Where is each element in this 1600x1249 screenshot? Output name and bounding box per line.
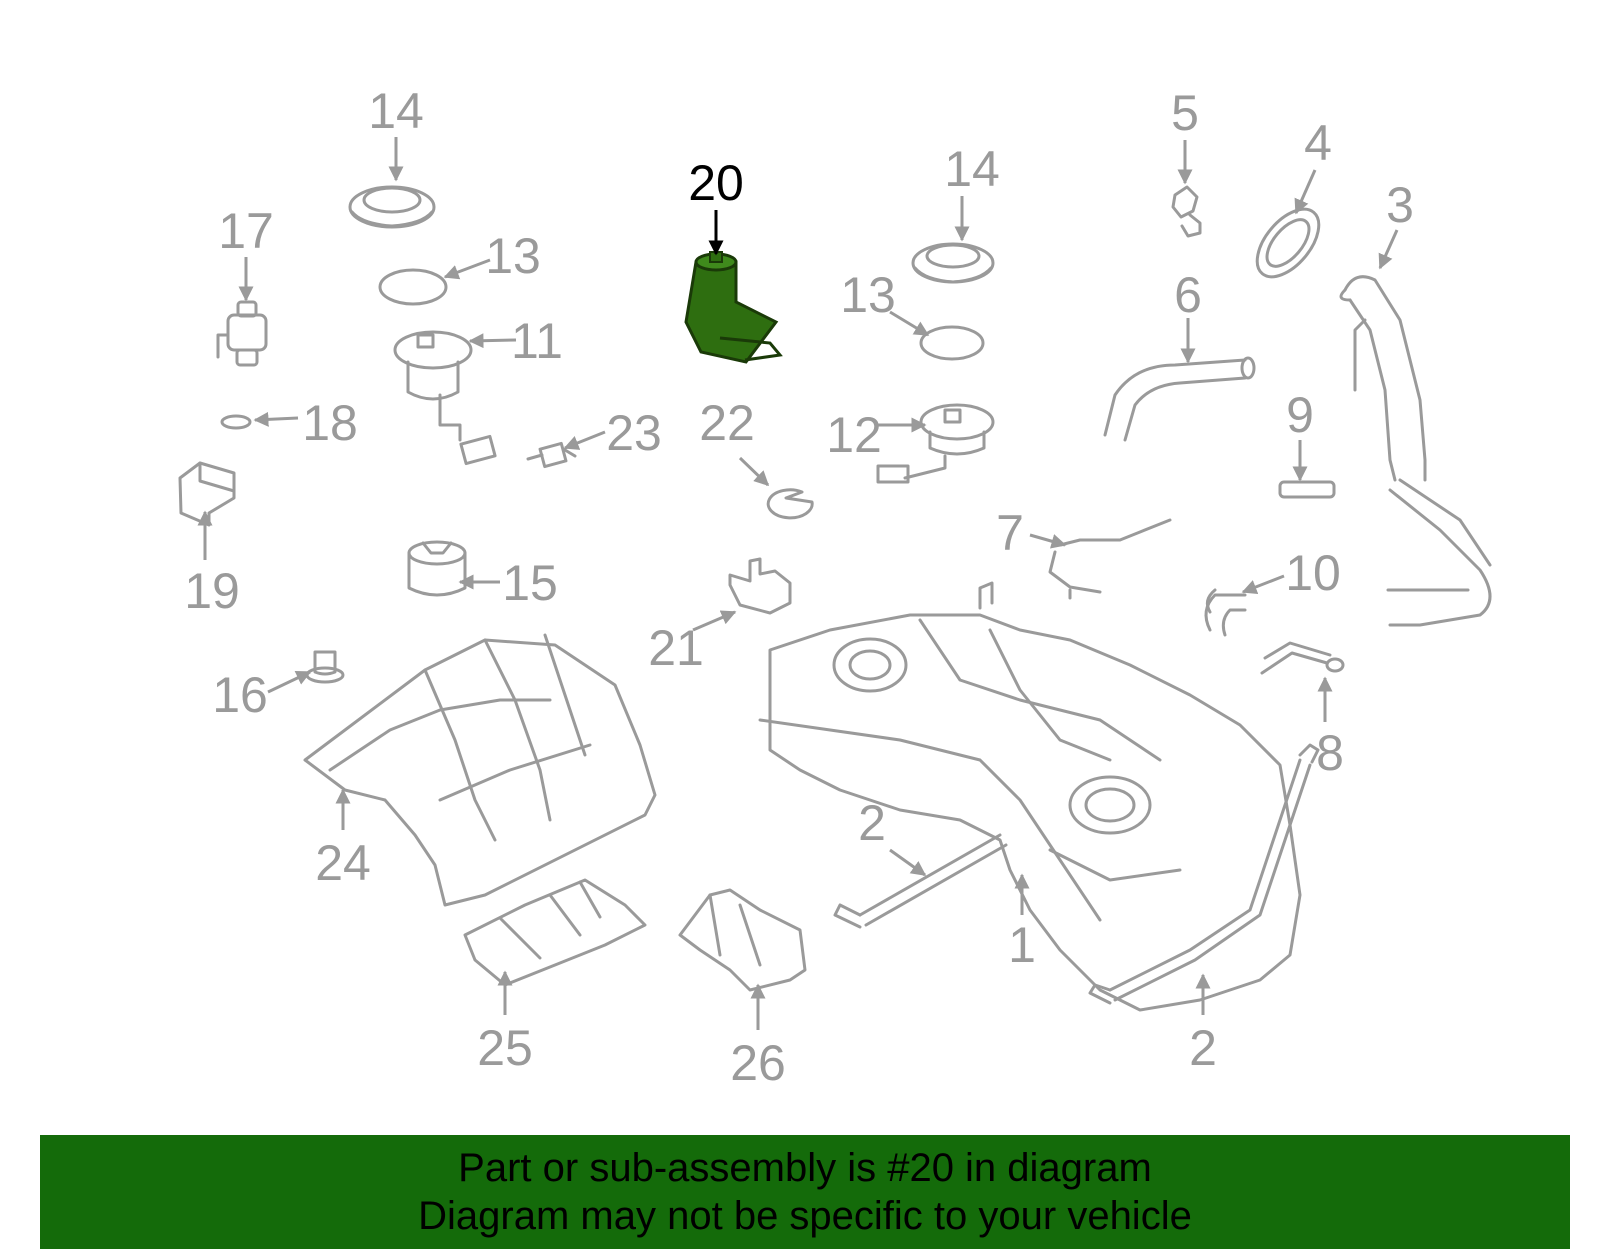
callout-label[interactable]: 2 (858, 795, 886, 851)
vent-tube-part (1048, 518, 1172, 600)
callout-label[interactable]: 25 (477, 1020, 533, 1076)
callout-label-highlighted[interactable]: 20 (688, 155, 744, 211)
info-banner: Part or sub-assembly is #20 in diagram D… (40, 1135, 1570, 1249)
callout-label[interactable]: 9 (1286, 387, 1314, 443)
bracket-part-19 (178, 461, 236, 527)
callout-label[interactable]: 10 (1285, 545, 1341, 601)
callout-label[interactable]: 7 (996, 505, 1024, 561)
callout-label[interactable]: 17 (218, 203, 274, 259)
heat-shield-part-25 (463, 878, 647, 987)
callout-label[interactable]: 18 (302, 395, 358, 451)
heat-shield-part-26 (678, 888, 807, 992)
callout-labels: 14 17 13 11 18 19 23 15 16 24 20 14 13 1… (184, 83, 1414, 1091)
callout-label[interactable]: 15 (502, 555, 558, 611)
bent-hose-part (1260, 641, 1345, 675)
hose-part-6 (1103, 356, 1256, 442)
heat-shield-part-24 (303, 633, 657, 907)
callout-label[interactable]: 5 (1171, 85, 1199, 141)
callout-label[interactable]: 24 (315, 835, 371, 891)
bolt-part (305, 650, 345, 684)
callout-label[interactable]: 8 (1316, 725, 1344, 781)
callout-label[interactable]: 6 (1174, 267, 1202, 323)
banner-line-part-number: Part or sub-assembly is #20 in diagram (458, 1146, 1152, 1190)
fuel-filter-part (407, 540, 467, 597)
fuel-pump-part-20[interactable] (684, 251, 783, 364)
parts-diagram: 14 17 13 11 18 19 23 15 16 24 20 14 13 1… (178, 83, 1492, 1091)
parts-group (178, 185, 1492, 1012)
callout-label[interactable]: 19 (184, 563, 240, 619)
bracket-part-21 (728, 557, 792, 615)
check-valve-part (1171, 185, 1202, 238)
o-ring-part-right (919, 325, 985, 361)
filler-tube-part (1339, 275, 1492, 627)
callout-label[interactable]: 21 (648, 620, 704, 676)
callout-label[interactable]: 13 (485, 228, 541, 284)
filler-ring-part (1255, 207, 1321, 279)
small-ring-part (220, 414, 252, 430)
elbow-hose-part (1204, 588, 1247, 637)
callout-label[interactable]: 23 (606, 405, 662, 461)
callout-label[interactable]: 1 (1008, 917, 1036, 973)
o-ring-part-left (378, 268, 448, 306)
callout-arrows (197, 137, 1399, 1030)
valve-part (216, 300, 268, 367)
callout-label[interactable]: 2 (1189, 1020, 1217, 1076)
clip-part-22 (766, 488, 814, 520)
lock-ring-part-left (348, 185, 436, 229)
tank-strap-part-right (1088, 743, 1320, 1005)
sender-unit-part (876, 403, 995, 484)
callout-label[interactable]: 13 (840, 267, 896, 323)
callout-label[interactable]: 14 (368, 83, 424, 139)
callout-label[interactable]: 12 (826, 407, 882, 463)
short-tube-part (1278, 480, 1336, 499)
callout-label[interactable]: 3 (1386, 177, 1414, 233)
callout-label[interactable]: 4 (1304, 115, 1332, 171)
callout-label[interactable]: 22 (699, 395, 755, 451)
callout-label[interactable]: 16 (212, 667, 268, 723)
lock-ring-part-right (911, 242, 995, 284)
fuel-pump-module-part (393, 330, 497, 466)
callout-label[interactable]: 11 (511, 313, 563, 369)
tank-strap-part-left (833, 833, 1008, 929)
callout-label[interactable]: 14 (944, 141, 1000, 197)
connector-part-23 (526, 441, 577, 469)
banner-line-disclaimer: Diagram may not be specific to your vehi… (418, 1194, 1192, 1238)
callout-label[interactable]: 26 (730, 1035, 786, 1091)
fuel-tank-part (758, 581, 1302, 1012)
